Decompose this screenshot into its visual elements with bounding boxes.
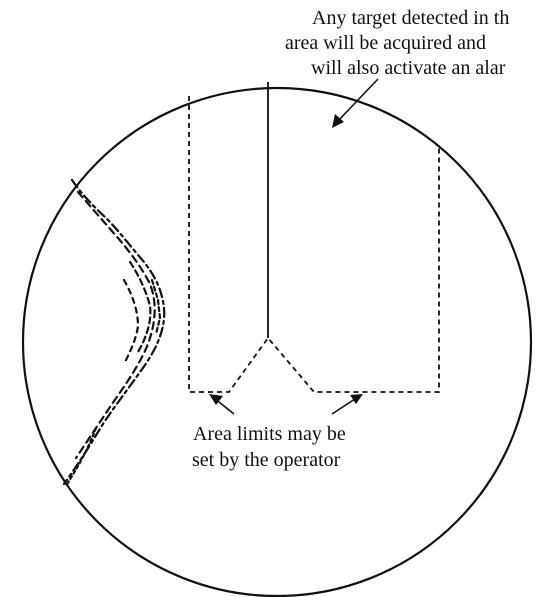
area-limit-arrow-right [331,394,363,415]
coastline-echoes [62,178,166,488]
coastline-echo-tail [64,426,98,488]
area-limits-label-line-1: Area limits may be [193,423,346,445]
coastline-echo-inner-3 [150,278,162,336]
area-limits-label-line-2: set by the operator [192,449,341,471]
coastline-echo-outer [62,178,166,486]
coastline-echo-mid [74,190,156,460]
radar-display-circle [21,86,533,597]
area-limit-arrow-left [209,394,235,415]
acquire-area-label-line-2: area will be acquired and [285,32,486,54]
coastline-echo-inner [128,260,152,354]
acquire-area-arrow [332,78,379,128]
acquire-area-label-line-3: will also activate an alar [311,57,506,79]
coastline-echo-inner-2 [122,278,140,366]
guard-zone-boundary [188,96,440,393]
acquire-area-label-line-1: Any target detected in th [312,7,509,29]
